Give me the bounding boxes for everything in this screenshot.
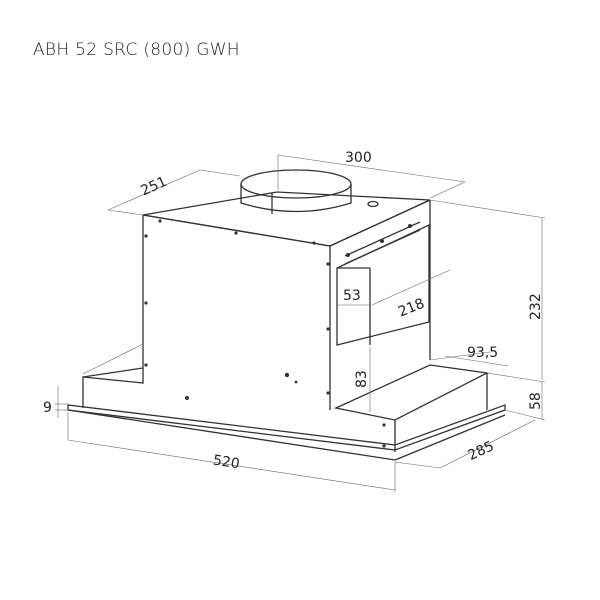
product-title: ABH 52 SRC (800) GWH: [33, 40, 240, 60]
dim-total-width: 520: [212, 453, 241, 473]
duct-collar-top: [240, 169, 352, 199]
dim-module-depth: 53: [343, 288, 361, 304]
module-box-front: [336, 223, 430, 346]
dim-frame-thickness: 9: [43, 400, 52, 416]
dim-width-top: 300: [345, 150, 372, 166]
dim-side-depth: 93,5: [467, 345, 498, 361]
top-plate: [142, 191, 431, 247]
duct-collar-side: [240, 184, 352, 213]
base-frame: [67, 404, 506, 451]
dim-total-height: 232: [528, 293, 544, 320]
dim-module-width: 218: [396, 296, 427, 321]
dim-base-height: 58: [528, 392, 544, 410]
left-step: [82, 215, 144, 408]
dim-depth-top: 251: [138, 174, 169, 199]
dim-module-height: 83: [354, 370, 370, 388]
